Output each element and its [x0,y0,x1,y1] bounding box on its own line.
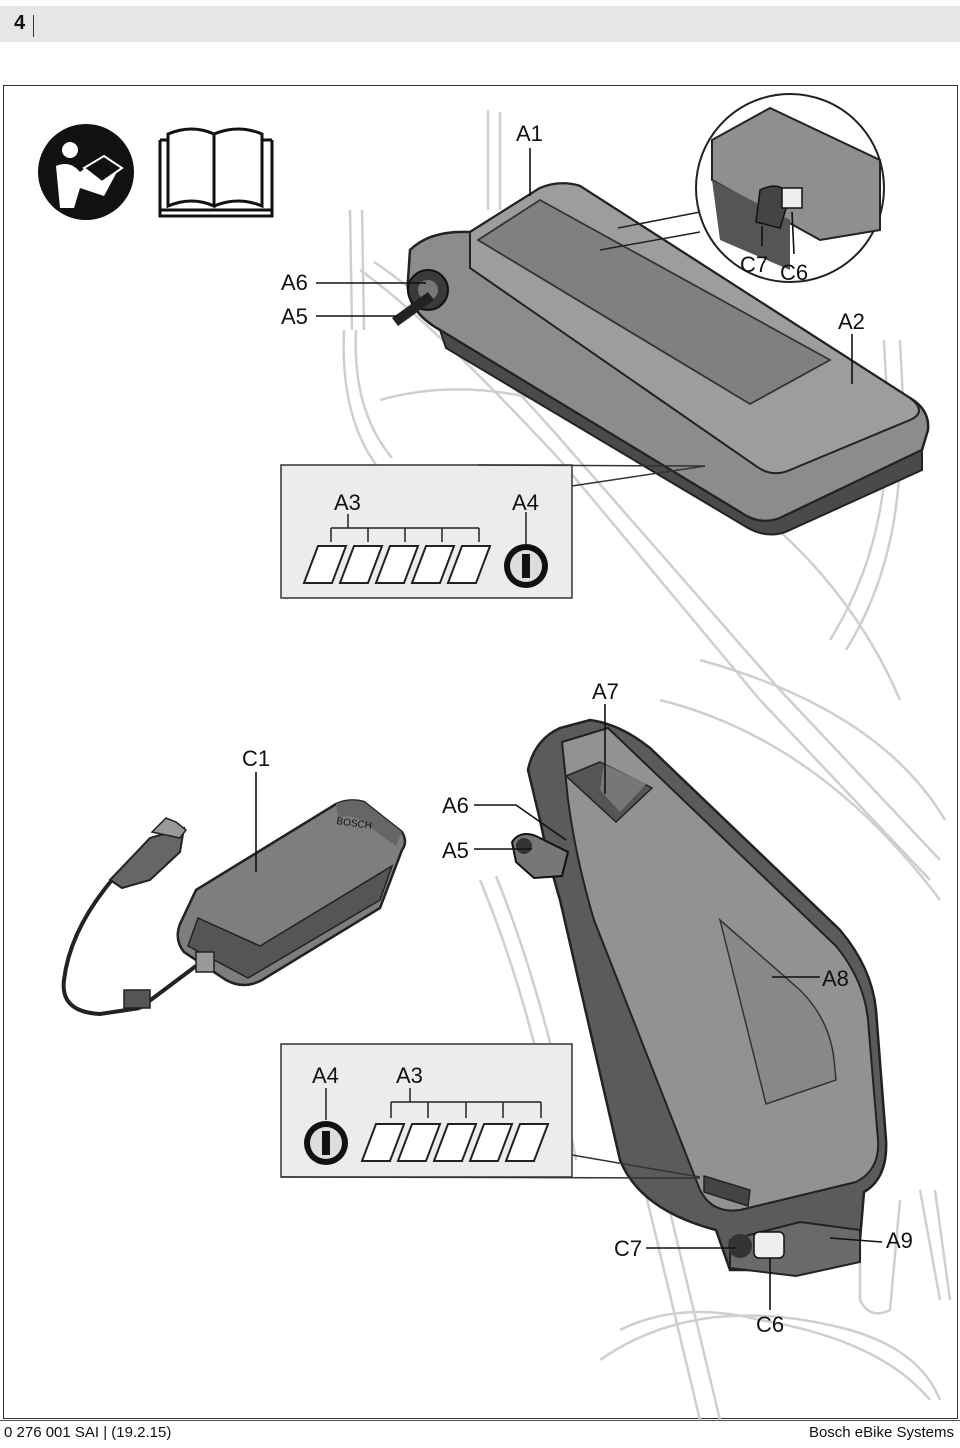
charger-brand-mark: BOSCH [336,816,373,832]
label-a5-top: A5 [281,304,308,329]
label-a8: A8 [822,966,849,991]
led-display-inset-bottom [280,1043,701,1179]
read-manual-icon [38,124,134,220]
label-a3-top: A3 [334,490,361,515]
label-a7: A7 [592,679,619,704]
label-a9: A9 [886,1228,913,1253]
label-a1: A1 [516,121,543,146]
header-divider [33,15,34,37]
figure-frame [3,85,958,1419]
led-display-inset-top [280,464,706,599]
bike-frame-bottom [478,658,952,1421]
label-a3-bottom: A3 [396,1063,423,1088]
leader-lines [255,148,883,1310]
frame-battery [510,718,888,1278]
footer-brand: Bosch eBike Systems [808,1424,954,1441]
label-c6-top: C6 [780,260,808,285]
label-c6-bottom: C6 [756,1312,784,1337]
label-a4-bottom: A4 [312,1063,339,1088]
label-c1: C1 [242,746,270,771]
manual-book-icon [158,127,274,218]
label-a4-top: A4 [512,490,539,515]
label-a5-bottom: A5 [442,838,469,863]
label-a6-top: A6 [281,270,308,295]
footer-doc-code: 0 276 001 SAI | (19.2.15) [4,1424,172,1441]
label-c7-bottom: C7 [614,1236,642,1261]
label-a2: A2 [838,309,865,334]
label-a6-bottom: A6 [442,793,469,818]
charger: BOSCH [61,799,407,1017]
header-bar: 4 [0,6,960,42]
page-number: 4 [14,12,26,34]
label-c7-top: C7 [740,252,768,277]
rack-battery [392,182,930,536]
detail-magnifier-top [599,93,885,283]
footer-rule [0,1420,960,1421]
